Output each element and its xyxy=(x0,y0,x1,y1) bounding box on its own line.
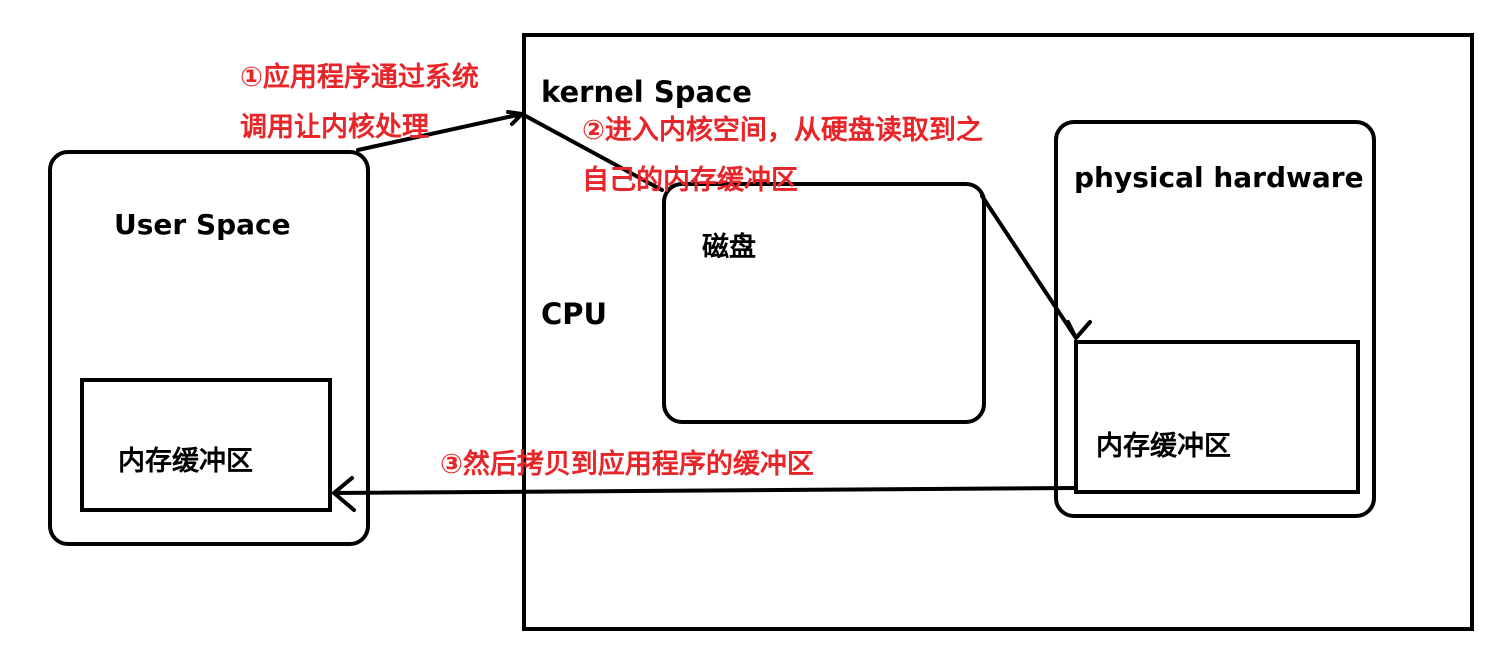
step2-annotation-line1: ②进入内核空间，从硬盘读取到之 xyxy=(582,115,983,146)
kernel-space-title: kernel Space xyxy=(541,75,752,109)
step2-annotation-line2: 自己的内存缓冲区 xyxy=(582,165,798,196)
cpu-label: CPU xyxy=(541,297,608,331)
step1-annotation-line2: 调用让内核处理 xyxy=(240,112,429,143)
kernel-space-box xyxy=(522,33,1474,631)
user-space-box xyxy=(48,150,370,546)
user-buffer-box xyxy=(80,378,332,512)
hardware-buffer-box xyxy=(1074,340,1360,494)
physical-hardware-title: physical hardware xyxy=(1074,161,1364,194)
user-space-title: User Space xyxy=(114,208,291,241)
disk-box xyxy=(662,182,986,424)
step1-annotation-line1: ①应用程序通过系统 xyxy=(240,62,479,93)
step3-annotation: ③然后拷贝到应用程序的缓冲区 xyxy=(440,449,814,480)
disk-label: 磁盘 xyxy=(702,232,756,263)
user-buffer-label: 内存缓冲区 xyxy=(118,446,253,477)
hardware-buffer-label: 内存缓冲区 xyxy=(1096,431,1231,462)
